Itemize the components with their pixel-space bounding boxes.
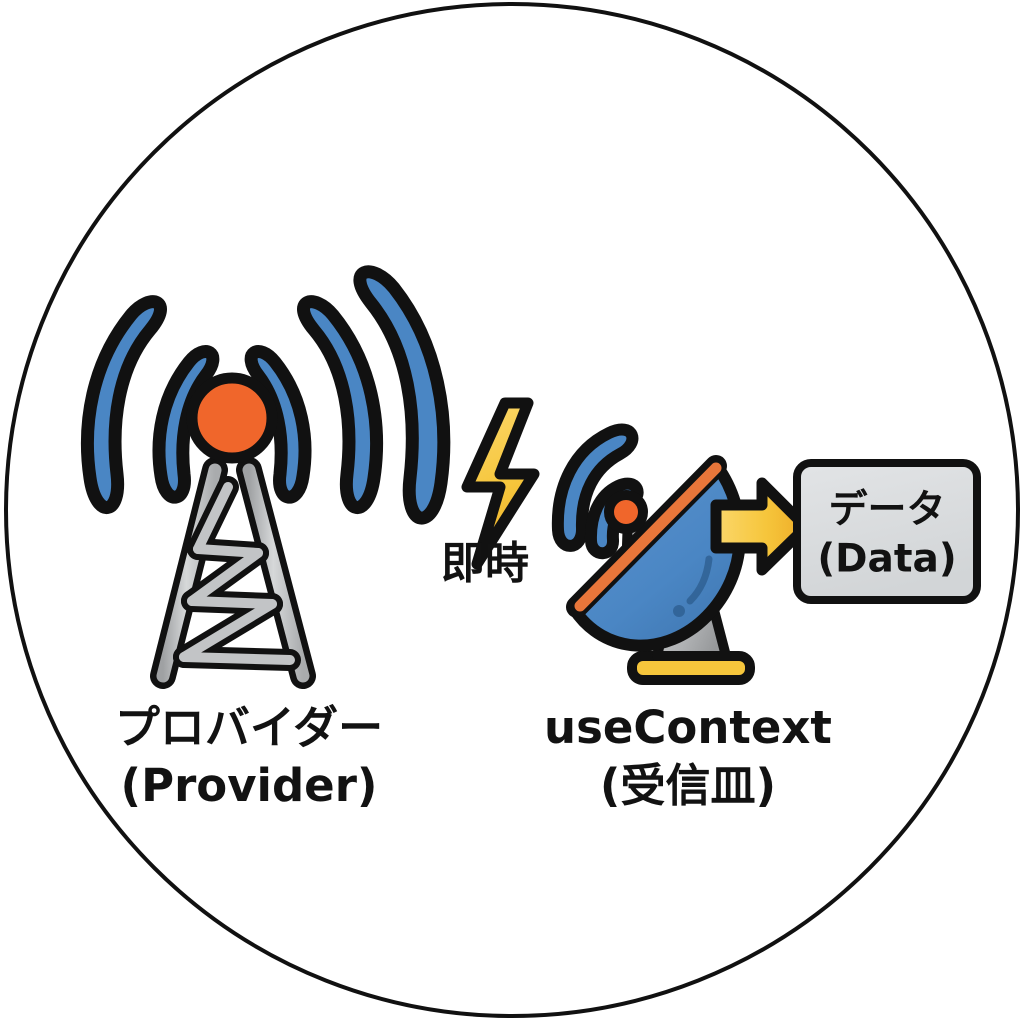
data-box-frame	[793, 459, 981, 604]
broadcast-tower-icon	[80, 265, 451, 689]
data-box: データ (Data)	[793, 459, 981, 604]
tower-signal-waves-right	[244, 265, 451, 525]
usecontext-label-en: useContext	[544, 701, 832, 754]
dish-feed-horn	[604, 490, 648, 534]
tower-mast	[150, 457, 316, 689]
tower-signal-waves-left	[80, 295, 220, 514]
tower-beacon-icon	[186, 372, 278, 464]
lightning-bolt-icon	[461, 397, 540, 570]
connector-label-instant: 即時	[441, 538, 529, 589]
usecontext-label-jp: (受信皿)	[600, 759, 776, 812]
arrow-right-icon	[710, 477, 812, 576]
dish-rim-stripe	[574, 462, 722, 612]
satellite-dish-icon	[551, 423, 755, 685]
provider-label-jp: プロバイダー	[115, 701, 383, 754]
provider-label-en: (Provider)	[121, 759, 378, 812]
data-box-label-jp: データ	[828, 488, 945, 533]
data-box-label-en: (Data)	[817, 537, 956, 582]
